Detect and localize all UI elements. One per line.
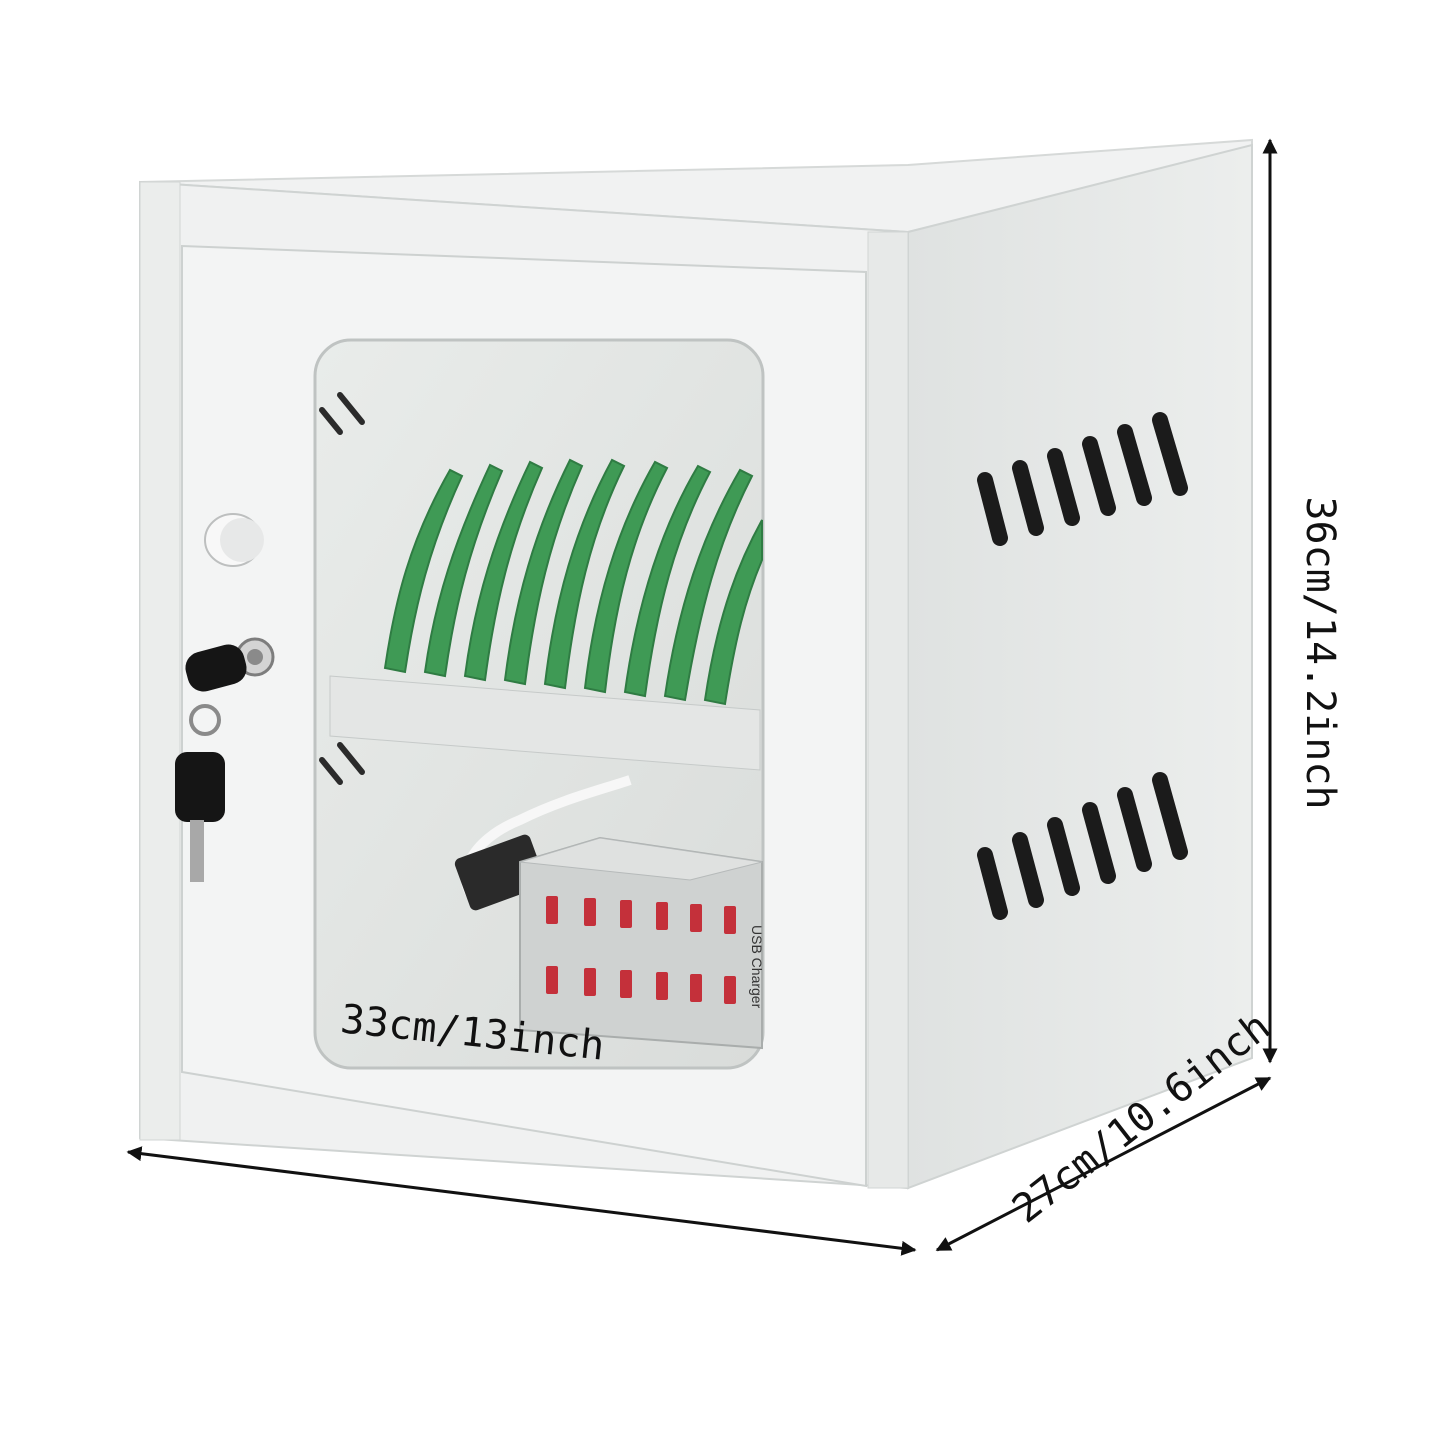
cabinet-side (907, 143, 1253, 1190)
frame-left-rail (139, 181, 181, 1141)
inner-shelf (329, 675, 761, 771)
width-dimension-arrow (126, 1146, 917, 1256)
usb-port-icon (546, 896, 736, 1004)
depth-dimension-arrow (935, 1076, 1272, 1252)
frame-right-rail (867, 231, 909, 1189)
height-label: 36cm/14.2inch (1297, 496, 1343, 810)
charger-label: USB Charger (749, 925, 765, 1009)
usb-charger-hub: USB Charger (519, 836, 765, 1050)
phone-holder-rack (383, 458, 763, 706)
key-icon (175, 644, 247, 882)
inner-vent (319, 392, 365, 785)
vent-icon (977, 412, 1188, 920)
door-knob (204, 513, 264, 567)
